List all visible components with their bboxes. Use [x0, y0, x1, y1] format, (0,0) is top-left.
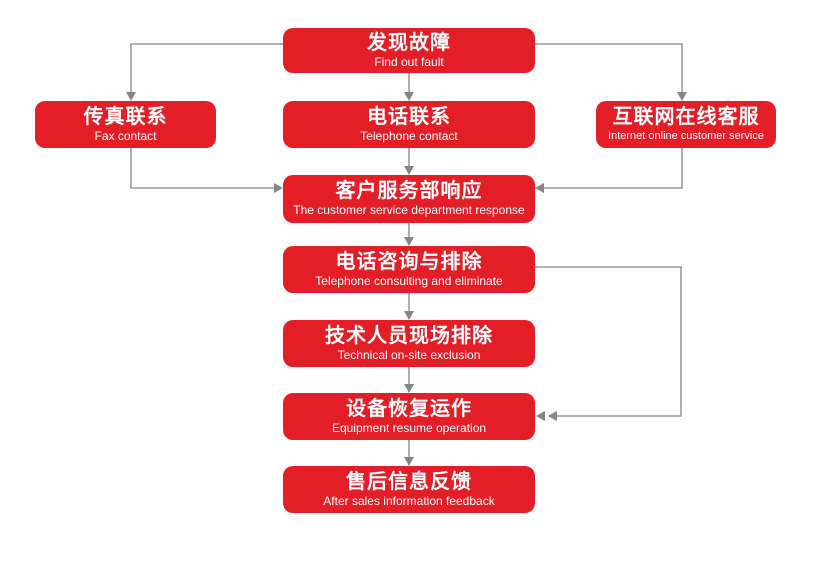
arrowhead-down-consulting — [404, 237, 414, 246]
node-technical-onsite-exclusion: 技术人员现场排除 Technical on-site exclusion — [283, 320, 535, 367]
arrowhead-down-internet — [677, 92, 687, 101]
arrowhead-down-feedback — [404, 457, 414, 466]
node-label-en: Technical on-site exclusion — [337, 347, 481, 362]
node-find-out-fault: 发现故障 Find out fault — [283, 28, 535, 73]
node-telephone-consulting-eliminate: 电话咨询与排除 Telephone consulting and elimina… — [283, 246, 535, 293]
node-label-zh: 技术人员现场排除 — [325, 324, 493, 347]
arrowhead-down-telephone — [404, 92, 414, 101]
arrowhead-down-onsite — [404, 311, 414, 320]
node-label-zh: 售后信息反馈 — [346, 470, 472, 493]
arrowhead-right-response — [274, 183, 283, 193]
node-fax-contact: 传真联系 Fax contact — [35, 101, 216, 148]
node-label-en: Telephone contact — [360, 128, 458, 143]
arrowhead-down-fax — [126, 92, 136, 101]
node-internet-online-customer-service: 互联网在线客服 Internet online customer service — [596, 101, 776, 148]
node-label-zh: 设备恢复运作 — [346, 397, 472, 420]
edge-findfault-to-internet — [534, 43, 683, 98]
edge-internet-to-response — [538, 148, 683, 189]
node-equipment-resume-operation: 设备恢复运作 Equipment resume operation — [283, 393, 535, 440]
arrowhead-left-resume-outer — [548, 411, 557, 421]
node-customer-service-department-response: 客户服务部响应 The customer service department … — [283, 175, 535, 223]
node-label-zh: 电话咨询与排除 — [335, 250, 483, 273]
node-label-zh: 发现故障 — [367, 31, 451, 54]
arrowhead-down-response — [404, 166, 414, 175]
node-label-zh: 客户服务部响应 — [335, 180, 483, 203]
edge-consulting-to-resume-bypass — [535, 266, 682, 417]
node-label-zh: 互联网在线客服 — [612, 106, 760, 129]
edge-fax-to-response — [130, 148, 280, 189]
node-label-en: After sales information feedback — [323, 493, 495, 508]
node-label-en: Internet online customer service — [608, 130, 764, 143]
node-label-en: Find out fault — [374, 54, 444, 69]
node-label-en: Fax contact — [94, 128, 157, 143]
arrowhead-down-resume — [404, 384, 414, 393]
node-after-sales-information-feedback: 售后信息反馈 After sales information feedback — [283, 466, 535, 513]
node-label-en: The customer service department response — [293, 203, 525, 218]
node-label-zh: 电话联系 — [367, 105, 451, 128]
node-label-en: Equipment resume operation — [331, 420, 487, 435]
arrowhead-left-response — [535, 183, 544, 193]
node-telephone-contact: 电话联系 Telephone contact — [283, 101, 535, 148]
node-label-en: Telephone consulting and eliminate — [315, 273, 503, 288]
edge-findfault-to-fax — [130, 43, 284, 98]
node-label-zh: 传真联系 — [83, 105, 168, 128]
arrowhead-left-resume-inner — [536, 411, 545, 421]
